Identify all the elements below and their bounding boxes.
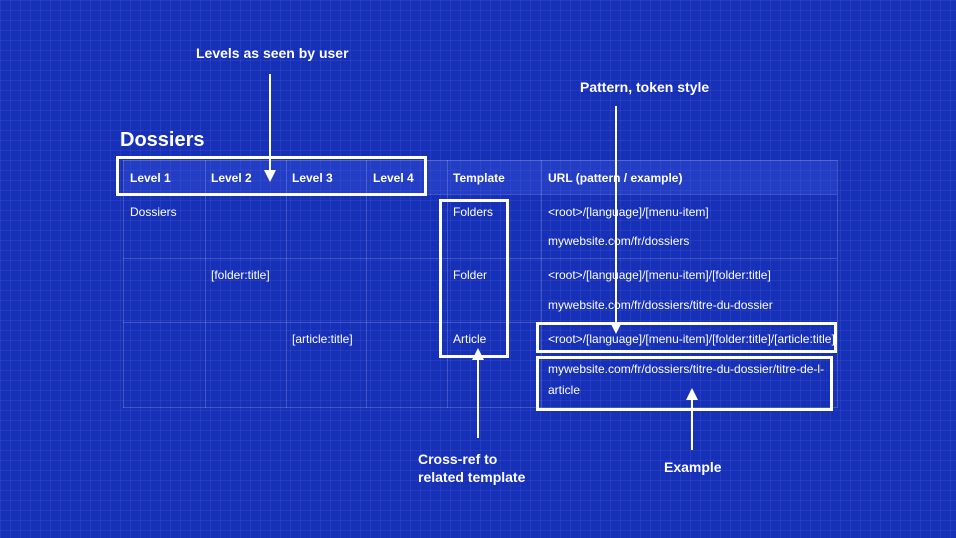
crossref-arrow [472,348,484,438]
table-column-divider [205,160,206,408]
levels-highlight-box [116,156,427,196]
table-column-divider [837,160,838,408]
table-column-divider [541,160,542,408]
table-divider [123,194,837,195]
row1-url-pattern: <root>/[language]/[menu-item] [548,205,709,219]
row1-url-example: mywebsite.com/fr/dossiers [548,234,690,248]
annotation-example-label: Example [664,459,722,475]
annotation-levels-label: Levels as seen by user [196,45,349,61]
table-divider [123,407,837,408]
annotation-crossref-line1: Cross-ref to [418,451,498,467]
table-column-divider [447,160,448,408]
header-level-4: Level 4 [373,171,414,185]
example-arrow [686,388,698,450]
table-column-divider [286,160,287,408]
header-level-3: Level 3 [292,171,333,185]
row2-level2: [folder:title] [211,268,270,282]
row2-url-example: mywebsite.com/fr/dossiers/titre-du-dossi… [548,298,773,312]
annotation-crossref-line2: related template [418,469,526,485]
row2-template: Folder [453,268,488,282]
row3-url-example-line2: article [548,383,581,397]
row2-url-pattern: <root>/[language]/[menu-item]/[folder:ti… [548,268,771,282]
row1-template: Folders [453,205,494,219]
row3-level3: [article:title] [292,332,353,346]
header-level-2: Level 2 [211,171,252,185]
table-header-row [123,160,837,194]
row3-url-pattern: <root>/[language]/[menu-item]/[folder:ti… [548,332,835,346]
pattern-highlight-box [536,322,837,353]
pattern-arrow [610,106,622,334]
levels-arrow [264,74,276,182]
table-divider [123,258,837,259]
row3-template: Article [453,332,487,346]
row1-level1: Dossiers [130,205,177,219]
table-divider [123,160,837,161]
row3-url-example-line1: mywebsite.com/fr/dossiers/titre-du-dossi… [548,362,825,376]
annotation-pattern-label: Pattern, token style [580,79,710,95]
header-template: Template [453,171,505,185]
table-column-divider [366,160,367,408]
table-column-divider [123,160,124,408]
example-highlight-box [536,356,833,411]
table-title: Dossiers [120,129,205,151]
annotation-crossref-label: Cross-ref to related template [418,450,548,486]
header-level-1: Level 1 [130,171,171,185]
table-divider [123,322,837,323]
